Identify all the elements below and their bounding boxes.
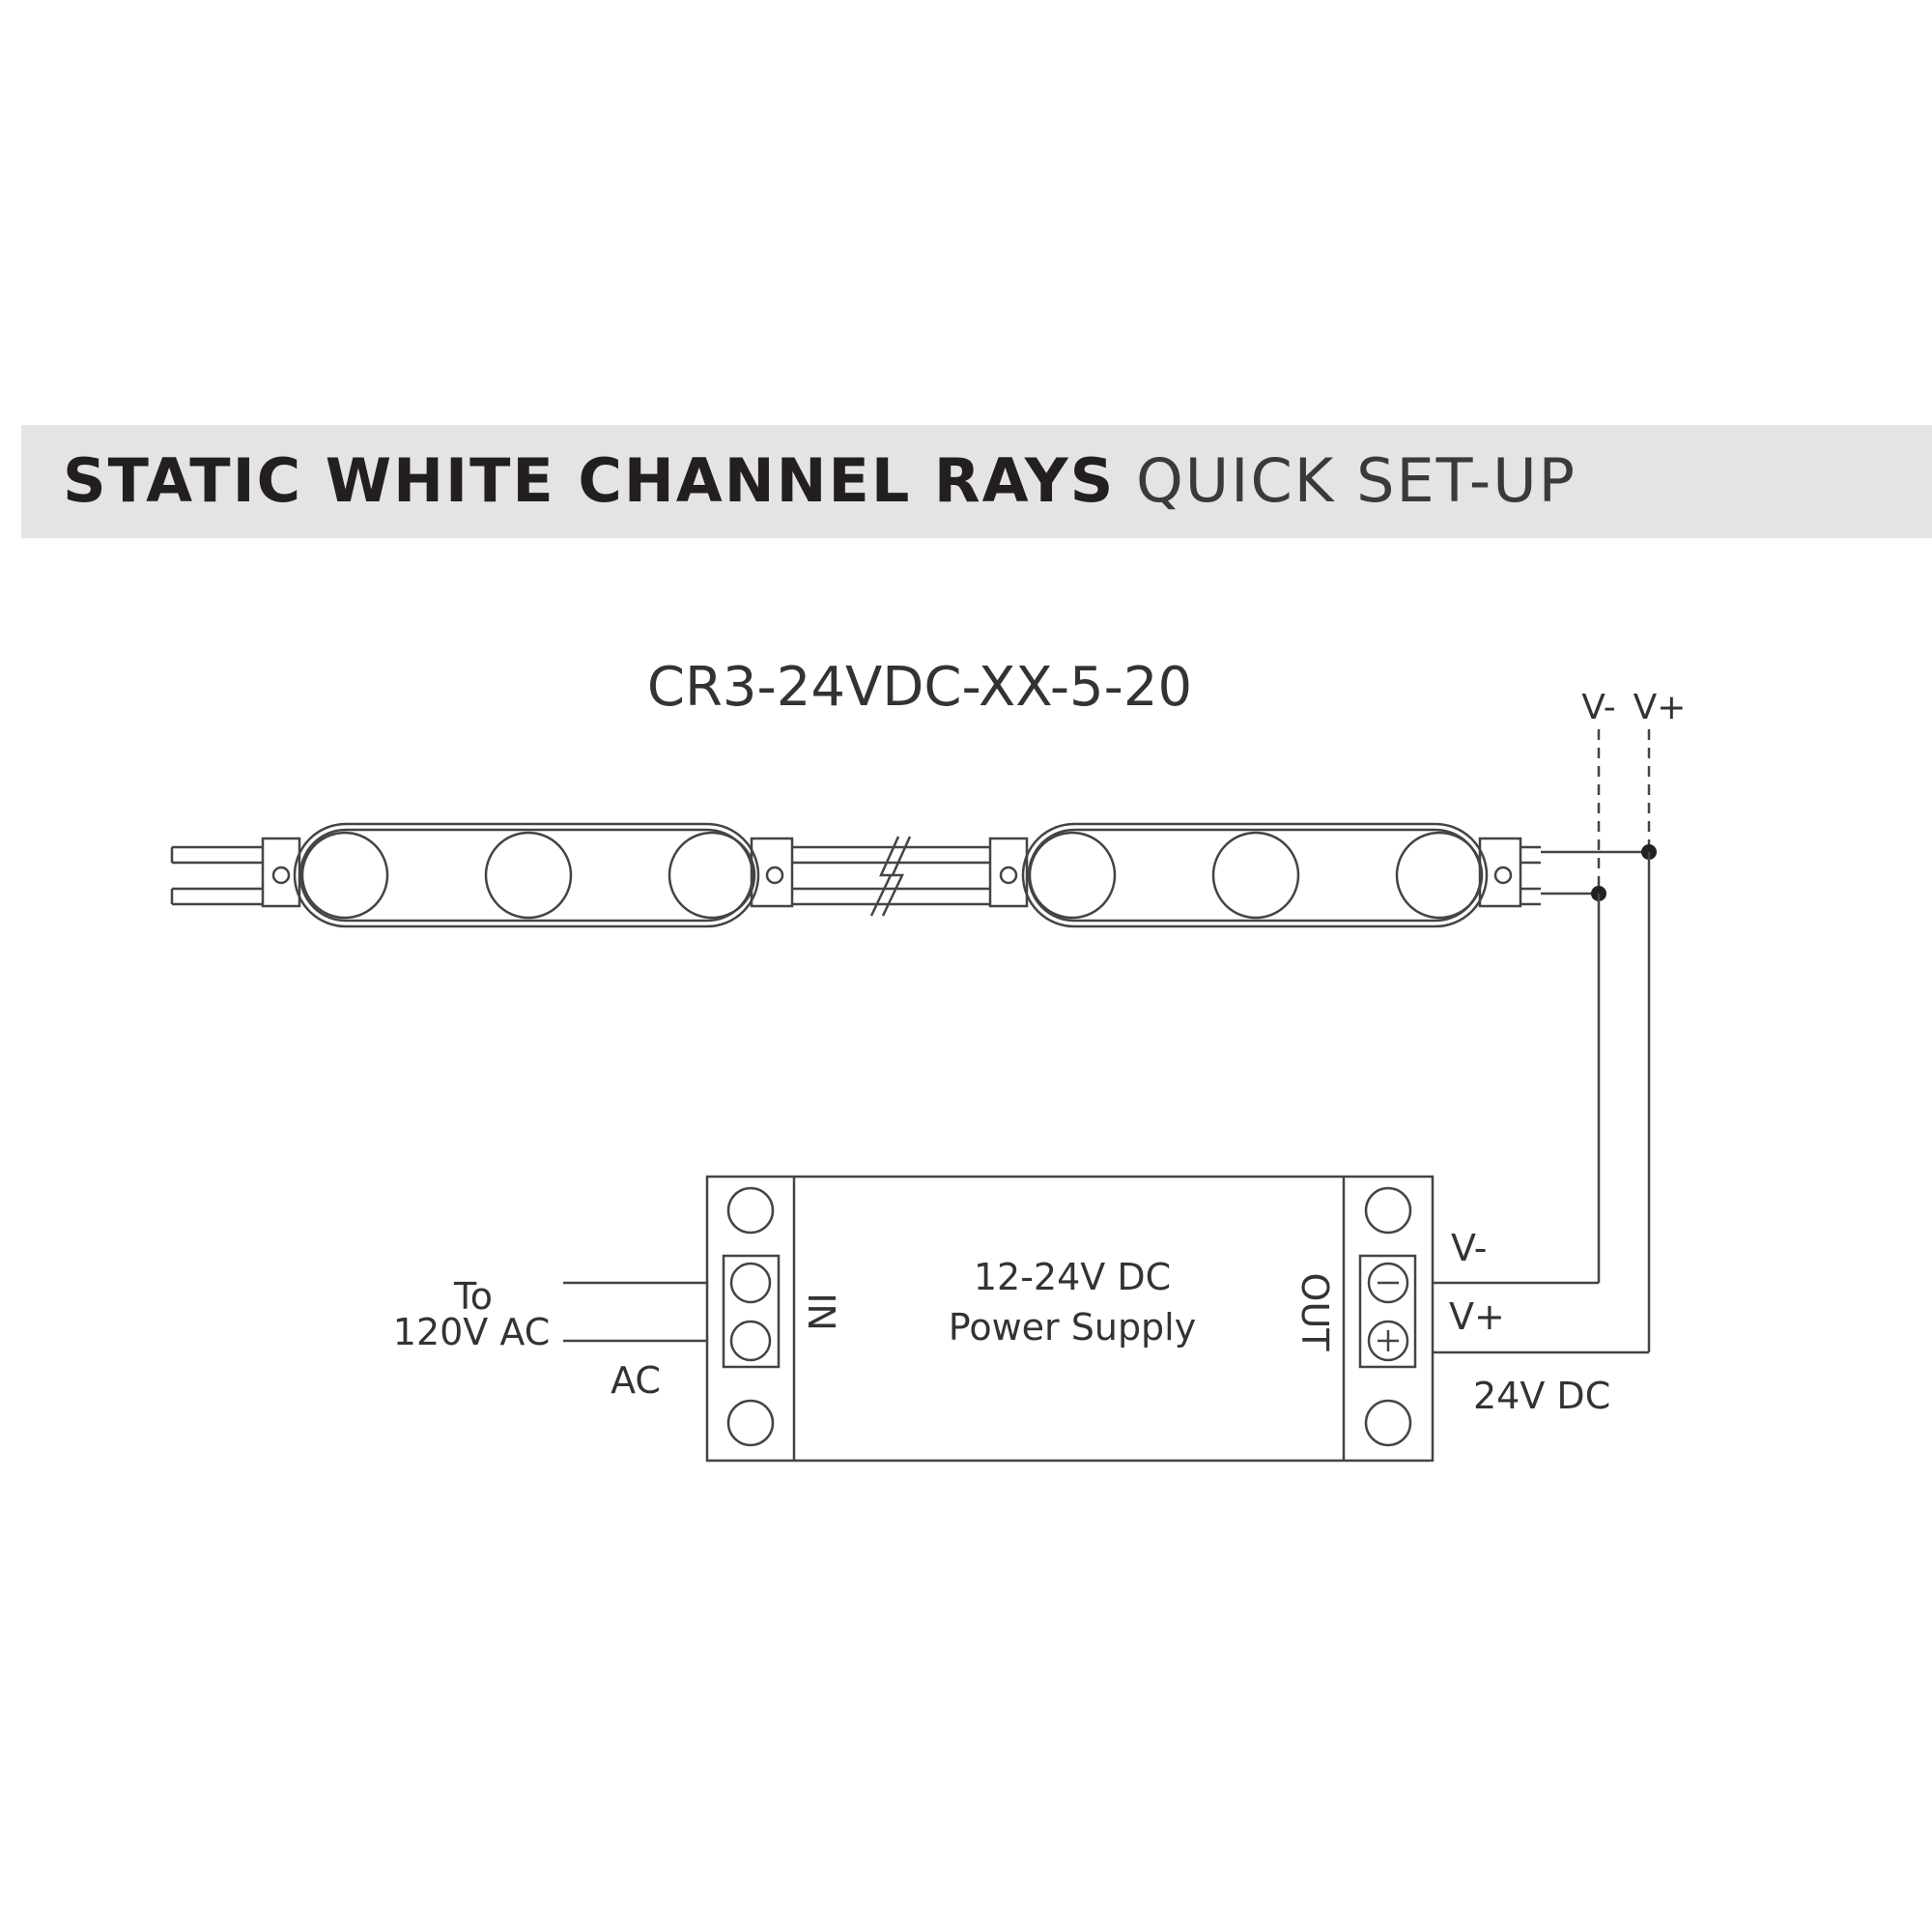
model-number: CR3-24VDC-XX-5-20 <box>647 656 1192 719</box>
input-terminal <box>729 1262 772 1304</box>
top-v-plus-label: V+ <box>1634 688 1687 727</box>
led-module-1 <box>261 822 794 928</box>
led-lens <box>1211 831 1300 920</box>
output-lead-wires <box>1520 845 1649 906</box>
output-terminal-plus <box>1367 1320 1409 1362</box>
led-module-2 <box>988 822 1522 928</box>
screw-hole <box>999 866 1018 885</box>
page-title: STATIC WHITE CHANNEL RAYS QUICK SET-UP <box>63 446 1577 516</box>
power-supply-line2: Power Supply <box>949 1306 1196 1349</box>
header-band <box>21 425 1932 538</box>
mounting-hole <box>726 1186 775 1235</box>
in-label: IN <box>800 1293 842 1331</box>
mounting-hole <box>1364 1186 1412 1235</box>
power-supply-line1: 12-24V DC <box>974 1256 1171 1298</box>
mounting-hole <box>1364 1399 1412 1447</box>
power-supply: 12-24V DC Power Supply IN OUT <box>705 1175 1435 1463</box>
wire-break-mark <box>869 836 900 917</box>
title-light: QUICK SET-UP <box>1135 445 1577 516</box>
led-lens <box>484 831 573 920</box>
output-v-minus-label: V- <box>1451 1227 1487 1269</box>
wire-break-mark <box>881 836 912 917</box>
interconnect-wires <box>792 836 990 917</box>
output-dc-label: 24V DC <box>1473 1375 1610 1417</box>
module-body <box>293 822 760 928</box>
module-body-inner <box>1027 828 1483 923</box>
mounting-hole <box>726 1399 775 1447</box>
input-to-label: To <box>453 1275 493 1318</box>
output-v-plus-label: V+ <box>1449 1295 1505 1338</box>
title-bold: STATIC WHITE CHANNEL RAYS <box>63 445 1116 516</box>
led-lens <box>668 831 756 920</box>
input-wires <box>170 845 263 906</box>
screw-hole <box>271 866 291 885</box>
screw-hole <box>1493 866 1513 885</box>
input-ac-label: AC <box>611 1359 661 1402</box>
screw-hole <box>765 866 784 885</box>
led-lens <box>1028 831 1117 920</box>
module-body-inner <box>298 828 754 923</box>
output-terminal-block <box>1358 1254 1417 1369</box>
input-terminal-block <box>722 1254 781 1369</box>
module-body <box>1021 822 1489 928</box>
connector-left <box>988 837 1029 908</box>
output-terminal-minus <box>1367 1262 1409 1304</box>
input-terminal <box>729 1320 772 1362</box>
out-label: OUT <box>1293 1273 1336 1352</box>
led-lens <box>300 831 389 920</box>
input-voltage-label: 120V AC <box>393 1311 550 1353</box>
led-lens <box>1395 831 1484 920</box>
top-v-minus-label: V- <box>1581 688 1616 727</box>
power-supply-body <box>705 1175 1435 1463</box>
